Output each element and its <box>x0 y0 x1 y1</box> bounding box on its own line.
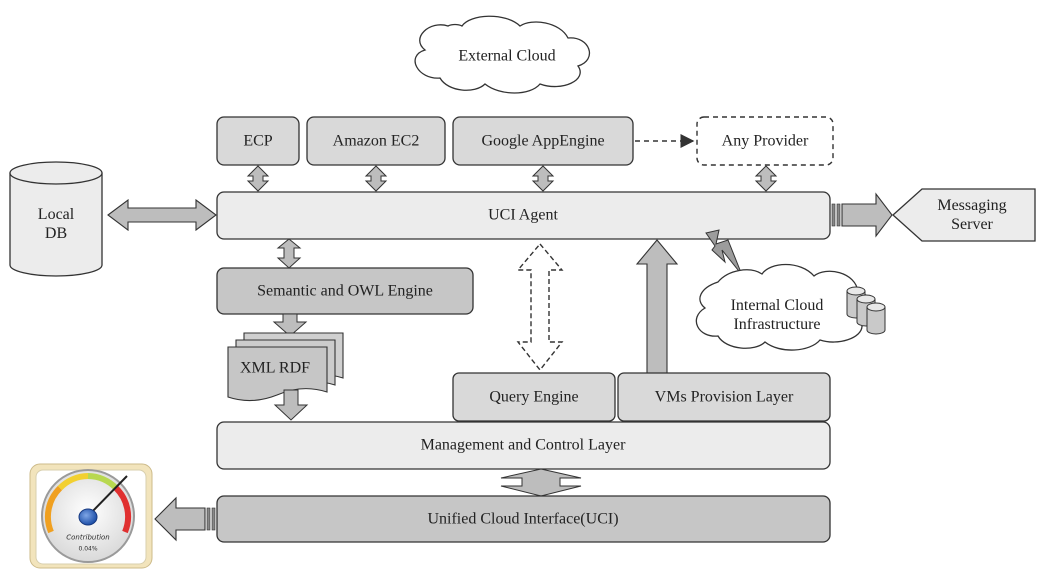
unified-cloud-interface-box <box>216 495 831 543</box>
query-engine-box <box>452 372 616 422</box>
xml-rdf-documents <box>227 332 344 402</box>
messaging-server-label-line2: Server <box>951 216 993 233</box>
internal-cloud-label-line2: Infrastructure <box>733 316 821 333</box>
management-control-layer-label: Management and Control Layer <box>420 436 626 454</box>
xml-management-arrow <box>273 389 309 421</box>
external-cloud-label: External Cloud <box>458 47 556 65</box>
query-engine-label: Query Engine <box>489 388 579 406</box>
query-agent-dashed-arrow <box>516 242 564 372</box>
semantic-owl-engine-box <box>216 267 474 315</box>
internal-cloud-shape <box>695 263 875 351</box>
vms-provision-layer-box <box>617 372 831 422</box>
google-appengine-box <box>452 116 634 166</box>
vms-agent-arrow <box>635 239 679 375</box>
any-provider-agent-arrow <box>754 165 778 192</box>
internal-cloud-label: Internal Cloud Infrastructure <box>731 296 824 334</box>
any-provider-label: Any Provider <box>721 132 809 150</box>
local-db-label-line2: DB <box>44 225 68 242</box>
vms-provision-layer-label: VMs Provision Layer <box>654 388 794 406</box>
agent-semantic-arrow <box>276 238 302 269</box>
amazon-agent-arrow <box>364 165 388 192</box>
uci-agent-label: UCI Agent <box>488 206 558 224</box>
messaging-server-label-line1: Messaging <box>937 197 1007 214</box>
google-agent-arrow <box>531 165 555 192</box>
xml-rdf-label: XML RDF <box>239 359 311 377</box>
gauge-value: 0.04% <box>78 545 98 553</box>
semantic-xml-arrow <box>272 313 308 337</box>
any-provider-box <box>696 116 834 166</box>
agent-messaging-arrow <box>831 192 893 238</box>
ecp-label: ECP <box>243 132 273 150</box>
local-db-label-line1: Local <box>37 206 75 223</box>
google-appengine-label: Google AppEngine <box>481 132 605 150</box>
ecp-agent-arrow <box>246 165 270 192</box>
messaging-server-label: Messaging Server <box>937 196 1006 234</box>
messaging-server-shape <box>892 188 1036 242</box>
internal-cloud-label-line1: Internal Cloud <box>730 297 824 314</box>
local-db-cylinder <box>9 161 103 277</box>
semantic-owl-engine-label: Semantic and OWL Engine <box>257 282 433 300</box>
uci-agent-box <box>216 191 831 240</box>
management-uci-arrow <box>500 468 582 497</box>
local-db-label: Local DB <box>38 205 74 243</box>
uci-gauge-arrow <box>154 496 216 542</box>
management-control-layer-box <box>216 421 831 470</box>
ecp-box <box>216 116 300 166</box>
local-db-agent-arrow <box>107 198 217 232</box>
amazon-ec2-label: Amazon EC2 <box>332 132 420 150</box>
database-servers-icon <box>846 286 886 335</box>
amazon-ec2-box <box>306 116 446 166</box>
contribution-gauge-icon <box>29 463 153 569</box>
lightning-bolt-icon <box>705 229 743 276</box>
gauge-label: Contribution <box>66 533 110 542</box>
external-cloud-shape <box>414 15 590 94</box>
unified-cloud-interface-label: Unified Cloud Interface(UCI) <box>427 510 619 528</box>
